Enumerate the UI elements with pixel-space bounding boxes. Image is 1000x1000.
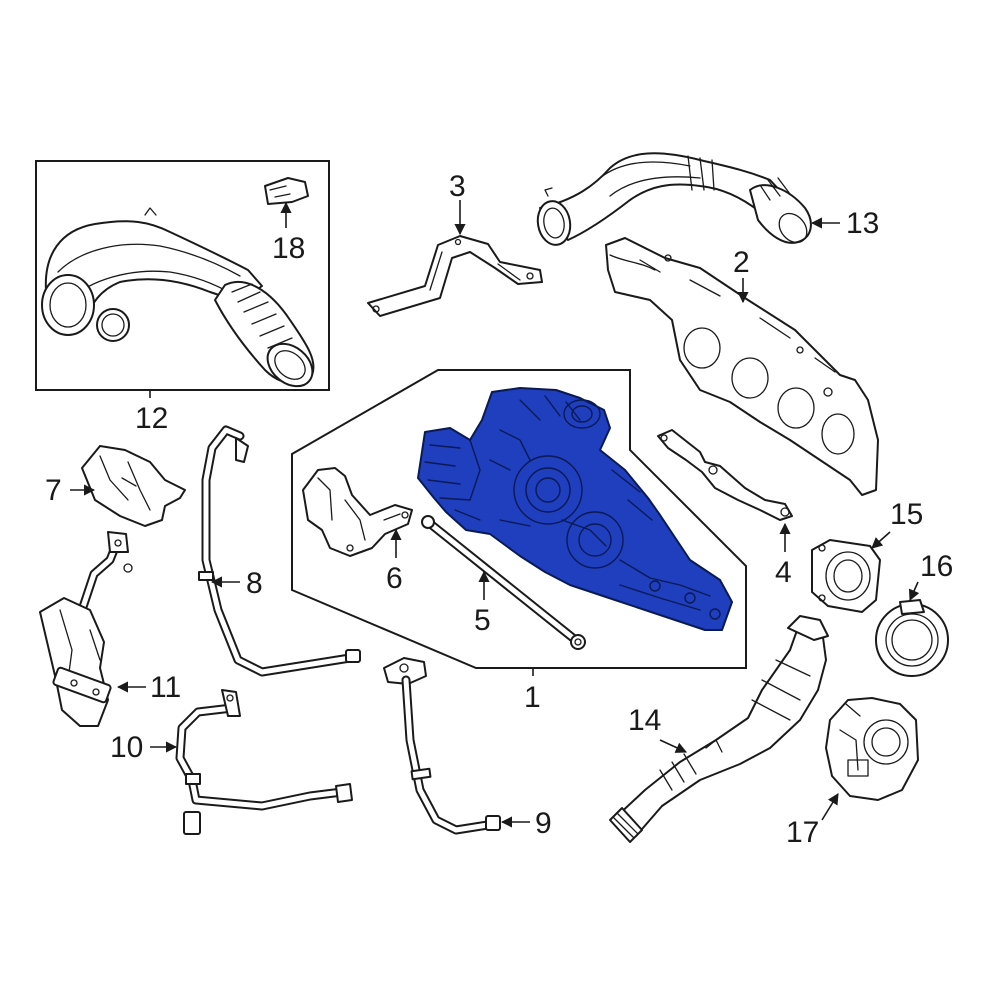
part-13-charge-hose[interactable]: [534, 152, 812, 248]
part-8-oil-line[interactable]: [198, 425, 361, 677]
callout-2-label: 2: [733, 246, 750, 279]
callout-16-label: 16: [920, 550, 953, 583]
callout-10-label: 10: [110, 731, 143, 764]
callout-15: 15: [871, 498, 923, 549]
callout-1: 1: [524, 681, 541, 714]
callout-6: 6: [386, 528, 403, 595]
callout-17: 17: [786, 793, 839, 849]
callout-12-label: 12: [135, 402, 168, 435]
part-6-bracket[interactable]: [302, 467, 413, 557]
callout-18-label: 18: [272, 232, 305, 265]
callout-8: 8: [210, 567, 263, 600]
callout-7-label: 7: [45, 474, 62, 507]
callout-8-label: 8: [246, 567, 263, 600]
callout-7: 7: [45, 474, 96, 507]
part-11-coolant-pipe[interactable]: [39, 531, 133, 727]
turbocharger-body: [417, 387, 733, 631]
part-14-charge-pipe[interactable]: [609, 615, 829, 843]
part-5-support-rod[interactable]: [421, 515, 586, 650]
callout-5: 5: [474, 570, 491, 637]
callout-3: 3: [449, 170, 466, 236]
callout-17-label: 17: [786, 816, 819, 849]
part-7-heat-shield[interactable]: [81, 445, 186, 527]
callout-18: 18: [272, 201, 305, 265]
part-12-intake-duct[interactable]: [41, 207, 321, 395]
callout-11: 11: [116, 671, 181, 704]
callout-10: 10: [110, 731, 178, 764]
callout-5-label: 5: [474, 604, 491, 637]
callout-16: 16: [908, 550, 953, 602]
callout-6-label: 6: [386, 562, 403, 595]
assembly-outline-part-1: [291, 369, 747, 676]
callout-15-label: 15: [890, 498, 923, 531]
callout-9-label: 9: [535, 807, 552, 840]
part-18-sensor[interactable]: [264, 177, 309, 205]
part-17-throttle-body[interactable]: [825, 697, 919, 801]
callout-9: 9: [500, 807, 552, 840]
part-10-coolant-line[interactable]: [175, 689, 353, 835]
part-9-oil-return[interactable]: [383, 657, 501, 835]
callout-1-label: 1: [524, 681, 541, 714]
callout-4-label: 4: [775, 556, 792, 589]
callout-4: 4: [775, 522, 792, 589]
part-15-adapter[interactable]: [811, 539, 881, 613]
callout-14-label: 14: [628, 704, 661, 737]
part-16-clamp[interactable]: [875, 599, 949, 677]
inset-box-part-12: [35, 160, 330, 398]
callout-2: 2: [733, 246, 750, 304]
callout-13: 13: [810, 207, 879, 240]
callout-12: 12: [135, 402, 168, 435]
callout-14: 14: [628, 704, 688, 753]
callout-3-label: 3: [449, 170, 466, 203]
part-3-bracket[interactable]: [367, 235, 543, 317]
callout-11-label: 11: [150, 671, 181, 704]
callout-13-label: 13: [846, 207, 879, 240]
part-1-turbocharger[interactable]: [417, 387, 733, 631]
part-4-strip-gasket[interactable]: [657, 429, 793, 521]
